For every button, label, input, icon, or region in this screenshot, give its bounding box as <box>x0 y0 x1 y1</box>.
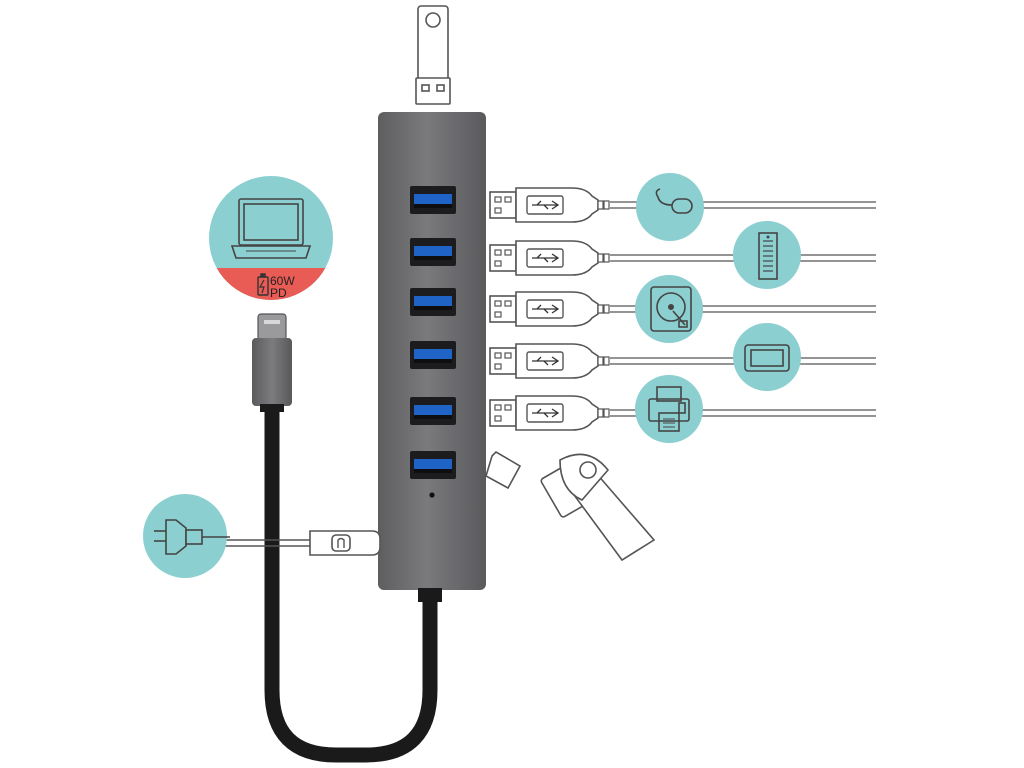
usb-a-port <box>410 238 456 266</box>
usb-c-plug-icon <box>309 530 381 556</box>
battery-icon <box>257 273 269 296</box>
device-connection <box>489 221 876 289</box>
pd-protocol-label: PD <box>270 286 287 300</box>
usb-a-superspeed-connector <box>489 395 610 431</box>
usb-a-superspeed-connector <box>489 343 610 379</box>
hub-cable <box>264 392 438 763</box>
power-input <box>143 494 381 578</box>
usb-a-port <box>410 186 456 214</box>
usb-a-port <box>410 288 456 316</box>
usb-a-port <box>410 341 456 369</box>
usb-hub <box>378 112 486 602</box>
pd-power-badge: 60W PD <box>209 176 333 300</box>
power-plug-icon <box>154 519 230 555</box>
usb-c-connector <box>252 313 292 412</box>
device-connection <box>489 323 876 391</box>
device-connection <box>489 275 876 343</box>
tablet-icon <box>744 344 790 372</box>
usb-a-superspeed-connector <box>489 240 610 276</box>
pd-power-label: 60W <box>270 274 295 288</box>
usb-a-superspeed-connector <box>489 187 610 223</box>
usb-a-port <box>410 451 456 479</box>
laptop-icon <box>230 198 312 259</box>
hard-drive-icon <box>650 286 692 332</box>
mouse-icon <box>655 188 693 214</box>
status-led <box>429 492 435 498</box>
device-circle <box>635 375 703 443</box>
desktop-tower-icon <box>758 232 778 280</box>
device-circle <box>733 221 801 289</box>
top-flash-drive-icon <box>415 5 451 105</box>
usb-a-port <box>410 397 456 425</box>
device-circle <box>733 323 801 391</box>
printer-icon <box>648 386 690 432</box>
flash-drive-icon <box>485 450 656 562</box>
device-connection <box>489 173 876 241</box>
usb-a-superspeed-connector <box>489 291 610 327</box>
device-circle <box>636 173 704 241</box>
device-connection <box>489 375 876 443</box>
